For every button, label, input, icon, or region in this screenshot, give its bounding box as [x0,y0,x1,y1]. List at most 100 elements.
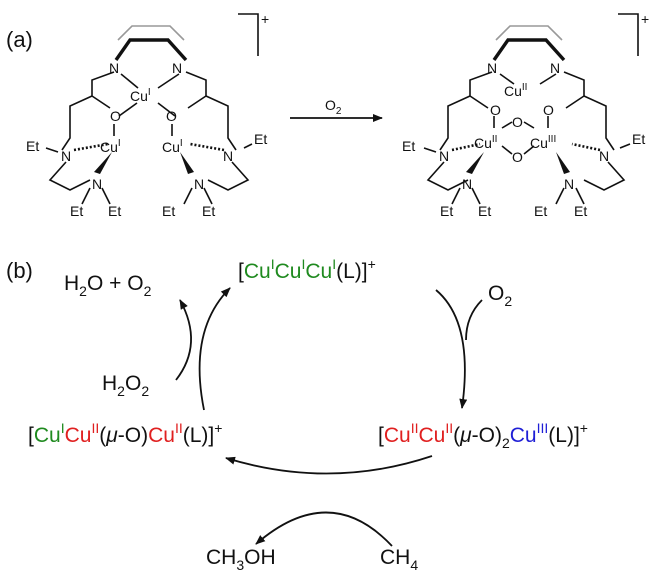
bond [439,95,471,151]
complex-charge: + [261,11,269,27]
reagent-h2o2-label: H2O2 [102,372,149,399]
peroxo-bond [501,121,535,155]
atom-o: O [543,102,554,118]
product-methanol-label: CH3OH [206,546,276,573]
copper-iii-right: CuIII [530,134,556,151]
atom-n: N [194,176,204,192]
wedge-bond [94,152,112,174]
bond [118,102,138,117]
atom-n: N [61,148,71,164]
atom-o: O [512,114,523,130]
copper-ii-left: CuII [474,134,497,151]
ethyl-label: Et [402,138,415,154]
bond [575,187,585,205]
atom-o: O [166,108,177,124]
wedge-bond [556,152,570,174]
atom-n: N [550,60,560,76]
atom-n: N [462,176,472,192]
ethyl-label: Et [440,203,453,219]
species-cu-ii-ii-iii: [CuIICuII(μ-O)2CuIII(L)]+ [378,420,588,451]
bond [471,187,481,205]
atom-o: O [512,149,523,165]
atom-n: N [223,148,233,164]
reagent-o2-label: O2 [488,282,512,309]
panel-b-label: (b) [6,258,33,283]
copper-i-top: CuI [130,87,151,104]
species-cu-i-ii-ii: [CuICuII(μ-O)CuII(L)]+ [28,420,222,447]
ligand-bridge [117,25,185,41]
ethyl-label: Et [632,131,645,147]
bond [583,161,626,191]
bond [120,73,139,89]
reagent-o2: O2 [325,97,342,117]
panel-a-label: (a) [6,27,33,52]
ligand-bridge-bold [492,38,566,62]
arrow-methane-oxidation [225,455,433,475]
ethyl-label: Et [162,203,175,219]
methane-to-methanol-curve [255,511,393,547]
bond [426,161,469,191]
atom-n: N [487,60,497,76]
ligand-bridge-bold [114,38,188,62]
arrow-peroxide-reduction [198,287,231,411]
hashed-bond [189,142,225,152]
bond [563,71,585,109]
bond [619,143,631,149]
bond [101,187,111,205]
charge-bracket [238,13,259,56]
bond [157,73,180,89]
bond [185,71,207,109]
bond [81,187,91,205]
bond [61,95,93,151]
bond [157,102,176,117]
bond [583,95,615,151]
products-h2o-o2-label: H2O + O2 [64,272,152,299]
ethyl-label: Et [574,203,587,219]
o2-entry-curve [465,299,483,341]
hashed-bond [451,142,481,152]
bond [423,147,437,153]
ethyl-label: Et [478,203,491,219]
complex-cu-i-trinuclear: + N N O O N N [26,11,269,219]
complex-cu-peroxo: + N N O O O O N N N N Et Et [402,11,649,219]
arrow-oxygenation [435,289,468,409]
bond [499,73,515,85]
bond [48,161,91,191]
copper-i-right: CuI [162,138,183,155]
ethyl-label: Et [108,203,121,219]
bond [205,95,237,151]
bond [451,187,461,205]
wedge-bond [180,152,194,174]
bond [203,187,213,205]
bond [539,73,557,85]
ligand-bridge [495,25,563,41]
atom-o: O [490,102,501,118]
oxygenation-arrow: O2 [290,97,383,122]
reagent-methane-label: CH4 [380,546,418,573]
bond [243,143,253,149]
atom-n: N [109,60,119,76]
bond [207,161,250,191]
catalytic-cycle-arrows [175,287,483,547]
ethyl-label: Et [26,138,39,154]
bond [183,187,193,205]
ethyl-label: Et [254,131,267,147]
wedge-bond [466,152,484,174]
atom-o: O [110,108,121,124]
copper-ii-top: CuII [504,82,527,99]
complex-charge: + [641,11,649,27]
ethyl-label: Et [202,203,215,219]
h2o2-to-products-curve [175,299,192,381]
charge-bracket [618,13,639,56]
bond [555,187,565,205]
bond [469,71,493,109]
hashed-bond [73,142,109,152]
bond [91,71,115,109]
atom-n: N [599,148,609,164]
hashed-bond [571,142,601,152]
ethyl-label: Et [70,203,83,219]
copper-i-left: CuI [100,138,121,155]
bond [45,147,59,153]
